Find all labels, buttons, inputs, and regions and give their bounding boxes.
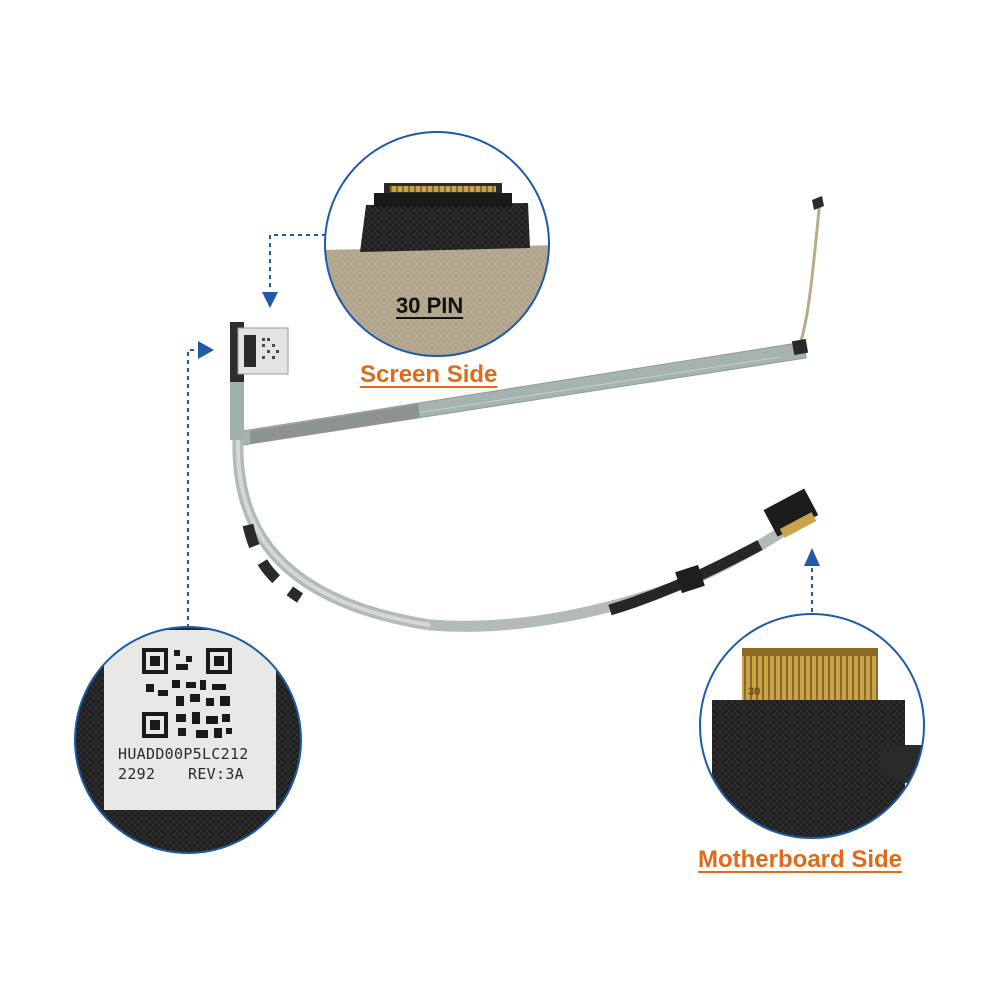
- screen-side-label: Screen Side: [360, 361, 498, 388]
- pin-count-label: 30 PIN: [396, 293, 464, 318]
- qr-code-icon: [142, 648, 232, 738]
- sticker-part-number: HUADD00P5LC212: [118, 745, 249, 763]
- arrow-down-icon: [262, 292, 278, 308]
- motherboard-side-label: Motherboard Side: [698, 846, 903, 873]
- sticker-lot-code: 2292: [118, 765, 156, 783]
- sticker-revision: REV:3A: [188, 765, 244, 783]
- arrow-right-icon: [198, 341, 214, 359]
- motherboard-connector: [763, 488, 819, 538]
- sticker-closeup: [74, 626, 302, 854]
- cable-tape-tab: [675, 564, 705, 594]
- arrow-up-icon: [804, 548, 820, 566]
- cable-lower-segment: [232, 439, 804, 632]
- pin-marker-label: 30: [748, 686, 761, 698]
- cable-thin-wire: [798, 199, 822, 345]
- screen-connector-closeup: [324, 131, 550, 357]
- callout-arrows: [187, 234, 813, 628]
- lvds-cable: [230, 196, 824, 632]
- motherboard-connector-closeup: [699, 613, 925, 839]
- screen-connector: [237, 327, 289, 375]
